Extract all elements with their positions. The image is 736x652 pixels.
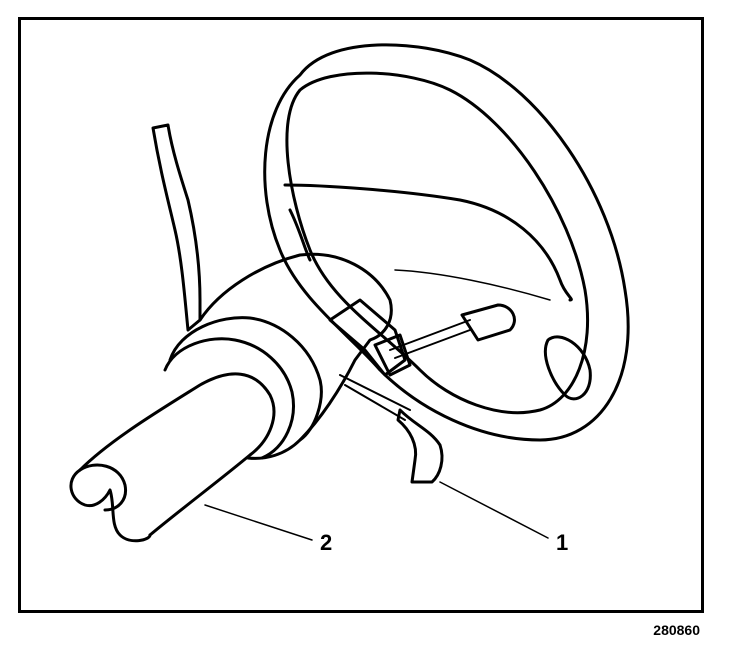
steering-wheel-spoke-upper xyxy=(283,183,573,302)
figure-number: 280860 xyxy=(653,622,700,638)
leader-line-2 xyxy=(204,504,313,541)
steering-wheel-rim-inner xyxy=(285,71,590,415)
steering-column-end-cap xyxy=(78,463,128,512)
switch-mount xyxy=(328,298,407,377)
steering-column-end xyxy=(69,468,152,543)
steering-column-shaft xyxy=(78,372,276,537)
switch-body xyxy=(373,333,412,377)
steering-wheel-rim-outer xyxy=(263,43,630,442)
column-collar-ring xyxy=(163,337,295,460)
callout-1: 1 xyxy=(556,530,569,555)
leader-line-1 xyxy=(439,481,549,539)
column-collar-front xyxy=(168,316,323,460)
switch-connector xyxy=(389,319,471,359)
multifunction-lever xyxy=(396,408,444,484)
multifunction-lever-stalk xyxy=(339,374,411,421)
steering-wheel-slot xyxy=(543,335,592,401)
steering-wheel-spoke-lower xyxy=(288,208,312,262)
callout-2: 2 xyxy=(320,530,333,555)
hub-contour xyxy=(394,269,551,301)
tilt-lever xyxy=(151,123,202,332)
switch-knob xyxy=(460,303,516,342)
column-housing xyxy=(198,252,393,442)
